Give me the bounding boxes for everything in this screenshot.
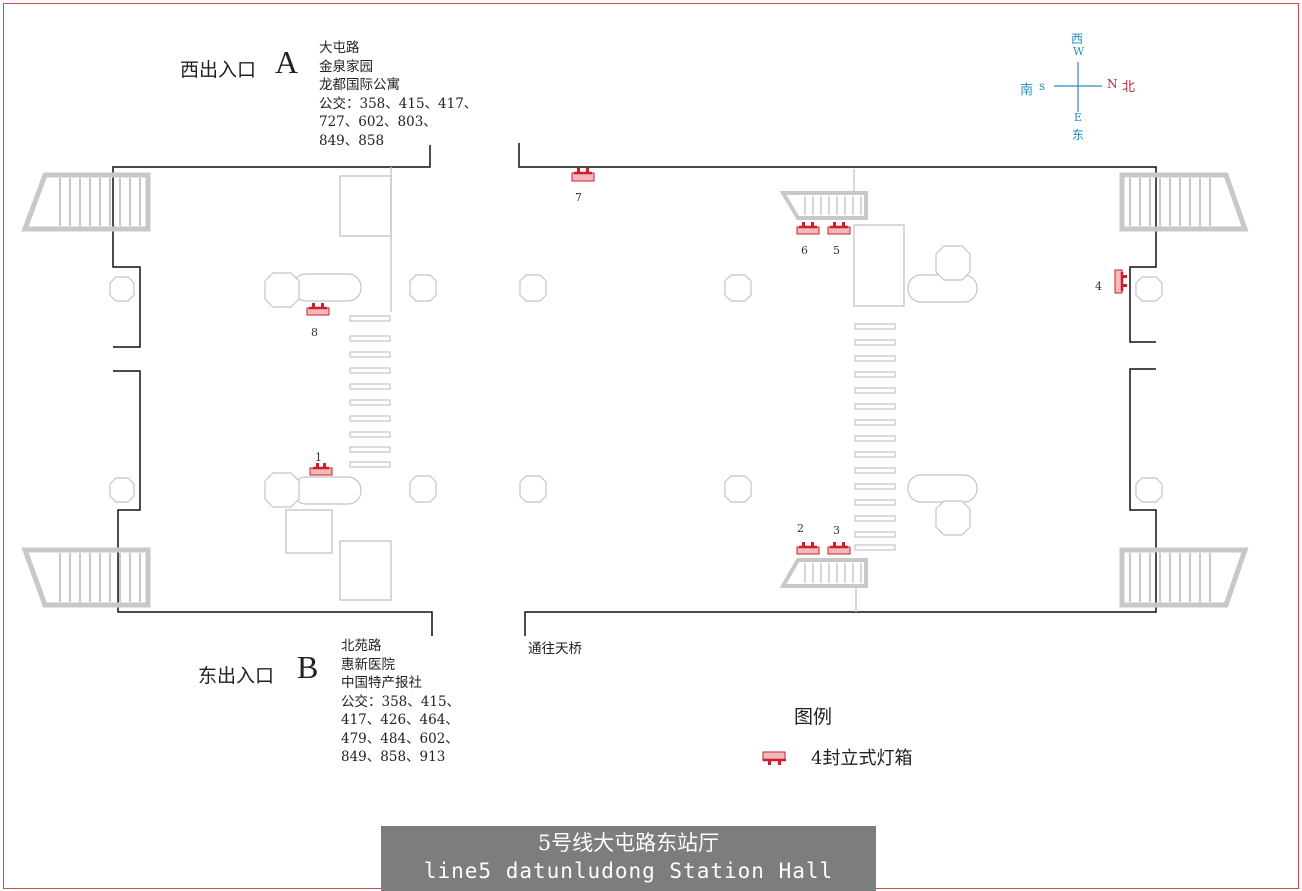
compass-north-cn: 北 — [1122, 80, 1136, 95]
east-stairs — [854, 323, 896, 551]
compass-west-letter: W — [1073, 45, 1085, 58]
escalator-ne — [1119, 172, 1249, 232]
escalator-center-north — [779, 191, 868, 220]
lightbox-7 — [571, 168, 595, 182]
legend-lightbox-icon — [762, 751, 786, 765]
compass-west-cn: 西 — [1071, 32, 1084, 46]
west-stairs — [349, 315, 391, 468]
compass-east-cn: 东 — [1072, 128, 1085, 142]
lightbox-number: 1 — [315, 451, 322, 464]
escalator-sw — [21, 547, 151, 608]
station-walls — [112, 143, 1157, 636]
exit-b-info-line: 479、484、602、 — [341, 730, 459, 747]
station-title-en: line5 datunludong Station Hall — [423, 859, 834, 883]
lightbox-2 — [796, 542, 820, 555]
exit-a-info-line: 大屯路 — [319, 40, 360, 56]
exit-a-info-line: 727、602、803、 — [319, 114, 437, 130]
exit-a-info-line: 849、858 — [319, 132, 385, 149]
lightbox-8 — [306, 303, 330, 316]
exit-b-info-line: 849、858、913 — [341, 749, 446, 765]
compass-south-cn: 南 — [1020, 83, 1034, 98]
exit-b-info-line: 公交：358、415、 — [341, 693, 461, 710]
lightbox-3 — [827, 542, 851, 555]
station-title-cn: 5号线大屯路东站厅 — [537, 831, 720, 855]
lightbox-number: 2 — [797, 522, 804, 535]
exit-a-info-line: 龙都国际公寓 — [319, 77, 400, 93]
exit-b-info-line: 北苑路 — [341, 638, 382, 654]
benches — [292, 273, 978, 505]
exit-b-info-line: 惠新医院 — [341, 656, 395, 673]
exit-b-info-line: 中国特产报社 — [341, 675, 422, 691]
east-structures — [853, 169, 905, 612]
compass-east-letter: E — [1074, 111, 1083, 124]
exit-a-info: 大屯路 金泉家园 龙都国际公寓 公交：358、415、417、 727、602、… — [319, 39, 477, 150]
exit-b-info-line: 417、426、464、 — [341, 712, 459, 728]
columns — [109, 245, 1163, 536]
lightbox-4 — [1114, 269, 1127, 294]
compass-south-letter: s — [1039, 79, 1046, 93]
exit-b-label: 东出入口 — [198, 665, 275, 687]
station-title-box: 5号线大屯路东站厅 line5 datunludong Station Hall — [381, 826, 876, 891]
lightbox-number: 4 — [1095, 280, 1102, 293]
lightbox-1 — [309, 463, 333, 476]
exit-b-letter: B — [297, 649, 319, 685]
exit-a-info-line: 金泉家园 — [319, 58, 373, 75]
exit-a-letter: A — [275, 44, 299, 80]
escalator-nw — [21, 172, 151, 232]
compass-north-letter: N — [1107, 77, 1118, 91]
lightbox-5 — [827, 222, 851, 235]
west-structures — [285, 167, 392, 601]
legend-item-label: 4封立式灯箱 — [811, 748, 913, 769]
escalator-center-south — [779, 558, 868, 588]
escalator-se — [1119, 547, 1249, 608]
lightbox-number: 8 — [311, 326, 318, 339]
exit-a-label: 西出入口 — [180, 59, 257, 81]
lightbox-number: 5 — [833, 244, 840, 257]
lightbox-number: 7 — [575, 191, 582, 204]
legend-title: 图例 — [794, 706, 833, 728]
compass-cross-icon — [1054, 62, 1102, 112]
lightbox-number: 3 — [833, 524, 840, 537]
map-frame — [3, 3, 1299, 889]
bridge-label: 通往天桥 — [528, 641, 582, 657]
exit-b-info: 北苑路 惠新医院 中国特产报社 公交：358、415、 417、426、464、… — [341, 637, 460, 767]
lightbox-number: 6 — [801, 244, 808, 257]
exit-a-info-line: 公交：358、415、417、 — [319, 95, 478, 112]
lightbox-6 — [796, 222, 820, 235]
